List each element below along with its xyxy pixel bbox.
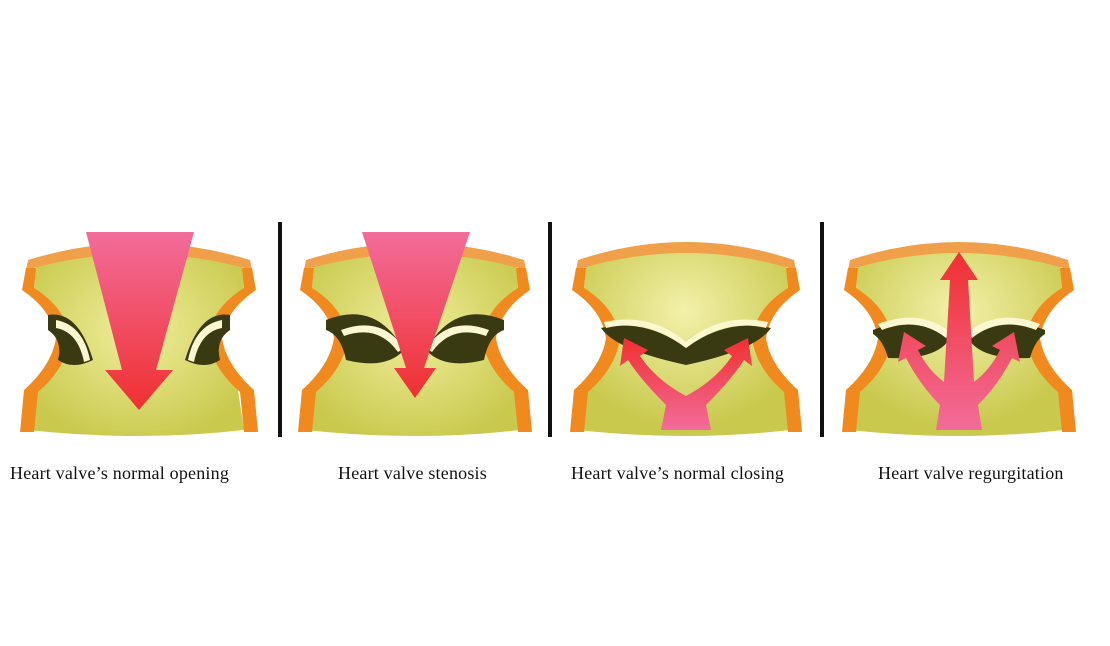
panel-normal-opening <box>8 220 270 440</box>
caption-regurgitation: Heart valve regurgitation <box>878 463 1064 484</box>
valve-regurgitation-illustration <box>828 220 1090 440</box>
valve-closed-illustration <box>556 220 816 440</box>
valve-open-illustration <box>8 220 270 440</box>
caption-stenosis: Heart valve stenosis <box>338 463 487 484</box>
panel-regurgitation <box>828 220 1090 440</box>
panel-divider <box>820 222 824 437</box>
panel-divider <box>548 222 552 437</box>
panel-stenosis <box>286 220 544 440</box>
caption-normal-opening: Heart valve’s normal opening <box>10 463 229 484</box>
caption-normal-closing: Heart valve’s normal closing <box>571 463 784 484</box>
panel-divider <box>278 222 282 437</box>
valve-stenosis-illustration <box>286 220 544 440</box>
panel-normal-closing <box>556 220 816 440</box>
